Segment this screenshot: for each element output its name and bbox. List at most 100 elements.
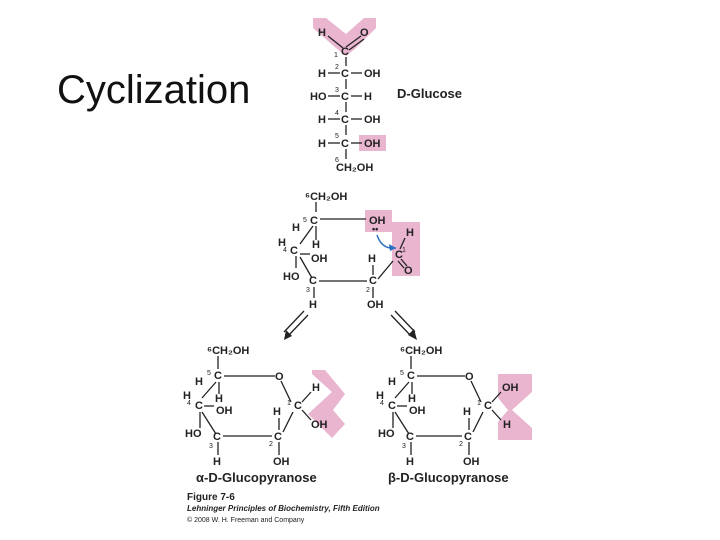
beta-anomeric-highlight [498,374,532,440]
svg-text:O: O [275,371,284,383]
svg-text:C: C [214,370,222,382]
svg-text:2: 2 [269,441,273,448]
svg-text:4: 4 [283,247,287,254]
svg-text:OH: OH [364,138,381,150]
svg-text:OH: OH [311,419,328,431]
svg-text:HO: HO [310,91,327,103]
svg-text:C: C [341,138,349,150]
svg-text:C: C [341,68,349,80]
svg-text:OH: OH [364,114,381,126]
svg-text:HO: HO [185,428,202,440]
svg-text:H: H [312,239,320,251]
svg-text:C: C [388,400,396,412]
svg-text:H: H [406,456,414,468]
equilibrium-arrows-left [283,310,309,340]
copyright: © 2008 W. H. Freeman and Company [187,516,305,524]
figure-number: Figure 7-6 [187,492,235,503]
svg-text:C: C [294,400,302,412]
svg-text:C: C [290,245,298,257]
svg-text:H: H [273,406,281,418]
svg-text:1: 1 [477,400,481,407]
svg-text:HO: HO [378,428,395,440]
slide-title: Cyclization [57,68,251,112]
svg-text:H: H [278,237,286,249]
svg-text:1: 1 [287,400,291,407]
svg-text:3: 3 [209,443,213,450]
svg-text:5: 5 [400,370,404,377]
beta-label: β-D-Glucopyranose [388,470,509,485]
svg-text:5: 5 [207,370,211,377]
svg-text:OH: OH [216,405,233,417]
svg-text:C: C [213,431,221,443]
svg-text:C: C [309,275,317,287]
svg-text:5: 5 [303,217,307,224]
svg-text:C: C [341,91,349,103]
svg-text:1: 1 [402,247,406,254]
alpha-anomeric-highlight [308,370,345,438]
svg-text:C: C [395,249,403,261]
svg-text:H: H [388,376,396,388]
svg-text:C: C [310,215,318,227]
figure-caption: Figure 7-6 Lehninger Principles of Bioch… [187,492,380,524]
svg-text:3: 3 [306,287,310,294]
d-glucose-label: D-Glucose [397,86,462,101]
svg-text:H: H [318,27,326,39]
svg-text:H: H [408,393,416,405]
aldehyde-highlight [313,18,376,56]
svg-text:⁶CH₂OH: ⁶CH₂OH [305,191,347,203]
svg-text:⁶CH₂OH: ⁶CH₂OH [400,345,442,357]
c5-hydroxyl-highlight [359,135,386,151]
svg-text:H: H [318,138,326,150]
c5-oh-highlight [365,210,392,232]
svg-text:H: H [215,393,223,405]
svg-text:H: H [312,382,320,394]
svg-text:C: C [407,370,415,382]
svg-text:⁶CH₂OH: ⁶CH₂OH [207,345,249,357]
svg-text:3: 3 [402,443,406,450]
svg-text:2: 2 [335,64,339,71]
beta-glucopyranose: ⁶CH₂OH 5 C H O H 4 C H OH HO C 3 H C 2 H… [376,345,532,485]
equilibrium-arrows-right [390,310,417,340]
svg-text:OH: OH [502,382,519,394]
svg-text:OH: OH [409,405,426,417]
svg-text:6: 6 [335,157,339,164]
svg-text:H: H [309,299,317,311]
svg-text:C: C [195,400,203,412]
book-title: Lehninger Principles of Biochemistry, Fi… [187,504,380,513]
svg-text:H: H [292,222,300,234]
svg-text:4: 4 [187,400,191,407]
svg-text:H: H [364,91,372,103]
svg-text:H: H [318,114,326,126]
svg-text:CH₂OH: CH₂OH [336,162,373,174]
svg-text:H: H [503,419,511,431]
svg-text:C: C [274,431,282,443]
svg-text:3: 3 [335,87,339,94]
svg-text:HO: HO [283,271,300,283]
svg-text:O: O [360,27,369,39]
svg-text:OH: OH [364,68,381,80]
svg-text:4: 4 [335,110,339,117]
svg-text:••: •• [372,224,378,234]
svg-text:1: 1 [334,52,338,59]
svg-text:H: H [406,227,414,239]
alpha-glucopyranose: ⁶CH₂OH 5 C H O H 4 C H OH HO C 3 H C 2 H… [183,345,345,485]
open-chain-intermediate: ⁶CH₂OH 5 C H OH •• H 4 C H HO OH C 3 H C… [278,191,420,311]
svg-text:H: H [183,390,191,402]
svg-text:H: H [213,456,221,468]
fischer-projection-d-glucose: H O C 1 2 H C OH 3 HO C H 4 H C OH 5 H C… [310,18,462,174]
svg-text:C: C [406,431,414,443]
svg-text:C: C [341,46,349,58]
svg-text:H: H [368,253,376,265]
svg-text:H: H [195,376,203,388]
svg-text:O: O [465,371,474,383]
svg-text:OH: OH [273,456,290,468]
svg-text:O: O [404,265,413,277]
svg-text:C: C [464,431,472,443]
svg-text:H: H [318,68,326,80]
svg-text:H: H [376,390,384,402]
svg-text:4: 4 [380,400,384,407]
svg-text:C: C [341,114,349,126]
svg-text:2: 2 [366,287,370,294]
svg-text:H: H [463,406,471,418]
